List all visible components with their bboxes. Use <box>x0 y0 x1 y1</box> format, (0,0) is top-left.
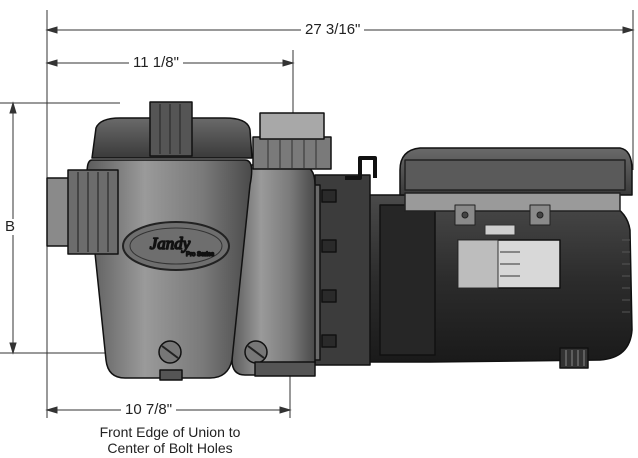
inlet-union-pipe <box>46 177 70 247</box>
brand-logo-text: Jandy <box>150 234 191 253</box>
motor-end-bell <box>379 204 436 356</box>
brand-logo-badge <box>122 221 230 271</box>
height-label: B <box>1 219 20 235</box>
seal-plate <box>314 174 371 366</box>
union-to-bolt-label: 10 7/8" <box>121 402 177 418</box>
inlet-union-nut <box>67 169 119 255</box>
brand-logo-subtext: Pro Series <box>186 252 214 258</box>
arrowhead <box>45 26 58 34</box>
arrowhead <box>45 406 58 414</box>
arrowhead <box>622 26 635 34</box>
arrowhead <box>9 101 17 114</box>
caption-line-1: Front Edge of Union to <box>99 424 241 440</box>
arrowhead <box>9 342 17 355</box>
pump-base <box>254 361 316 377</box>
caption-line-2: Center of Bolt Holes <box>107 440 233 456</box>
union-to-center-label: 11 1/8" <box>129 55 183 71</box>
overall-length-label: 27 3/16" <box>301 22 365 38</box>
arrowhead <box>279 406 292 414</box>
motor-ribs <box>622 239 630 313</box>
motor-foot <box>559 347 589 369</box>
arrowhead <box>282 59 295 67</box>
lid-handle <box>149 101 193 157</box>
pump: Jandy Pro Series <box>46 101 633 381</box>
arrowhead <box>45 59 58 67</box>
